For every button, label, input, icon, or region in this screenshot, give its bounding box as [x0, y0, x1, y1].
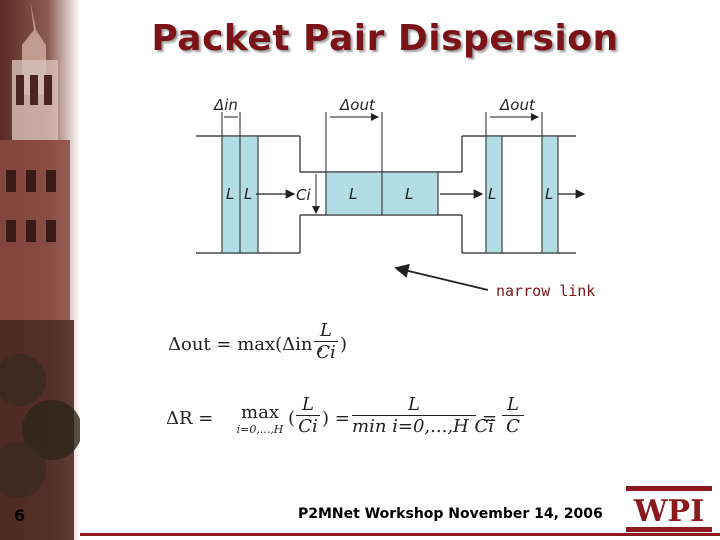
eq1-close: )	[340, 334, 347, 355]
page-number: 6	[14, 506, 25, 525]
logo-text: WPI	[633, 494, 704, 529]
capacity-label: Ci	[296, 186, 311, 204]
packet-label-narrow-2: L	[405, 185, 413, 203]
packet-label-narrow-1: L	[349, 185, 357, 203]
eq2-fraction-1: L Ci	[296, 394, 320, 437]
delta-out-label-right: Δout	[499, 96, 536, 114]
delta-out-label-mid: Δout	[339, 96, 376, 114]
delta-in-label: Δin	[213, 96, 238, 114]
eq2-max: max i=0,...,H	[224, 402, 296, 436]
narrow-link-pointer	[396, 268, 488, 290]
eq1-lhs: Δout = max(Δin ,	[168, 334, 324, 355]
equation-delta-r: ΔR = max i=0,...,H ( L Ci ) = L min i=0,…	[166, 392, 536, 452]
eq2-fraction-3: L C	[502, 394, 524, 437]
packet-label-in-2: L	[244, 185, 252, 203]
packet-label-out-1: L	[488, 185, 496, 203]
eq2-fraction-2: L min i=0,...,H Ci	[352, 394, 476, 437]
eq1-den: Ci	[314, 342, 338, 363]
eq1-num: L	[314, 320, 338, 342]
packet-label-out-2: L	[545, 185, 553, 203]
packet-label-in-1: L	[226, 185, 234, 203]
narrow-link-annotation: narrow link	[496, 282, 595, 300]
eq2-lhs: ΔR =	[166, 408, 213, 429]
eq2-sub: i=0,...,H	[224, 423, 296, 436]
footer-text: P2MNet Workshop November 14, 2006	[298, 506, 603, 522]
eq1-fraction: L Ci	[314, 320, 338, 363]
wpi-logo: WPI	[626, 486, 712, 532]
equation-delta-out: Δout = max(Δin , L Ci )	[168, 318, 388, 374]
